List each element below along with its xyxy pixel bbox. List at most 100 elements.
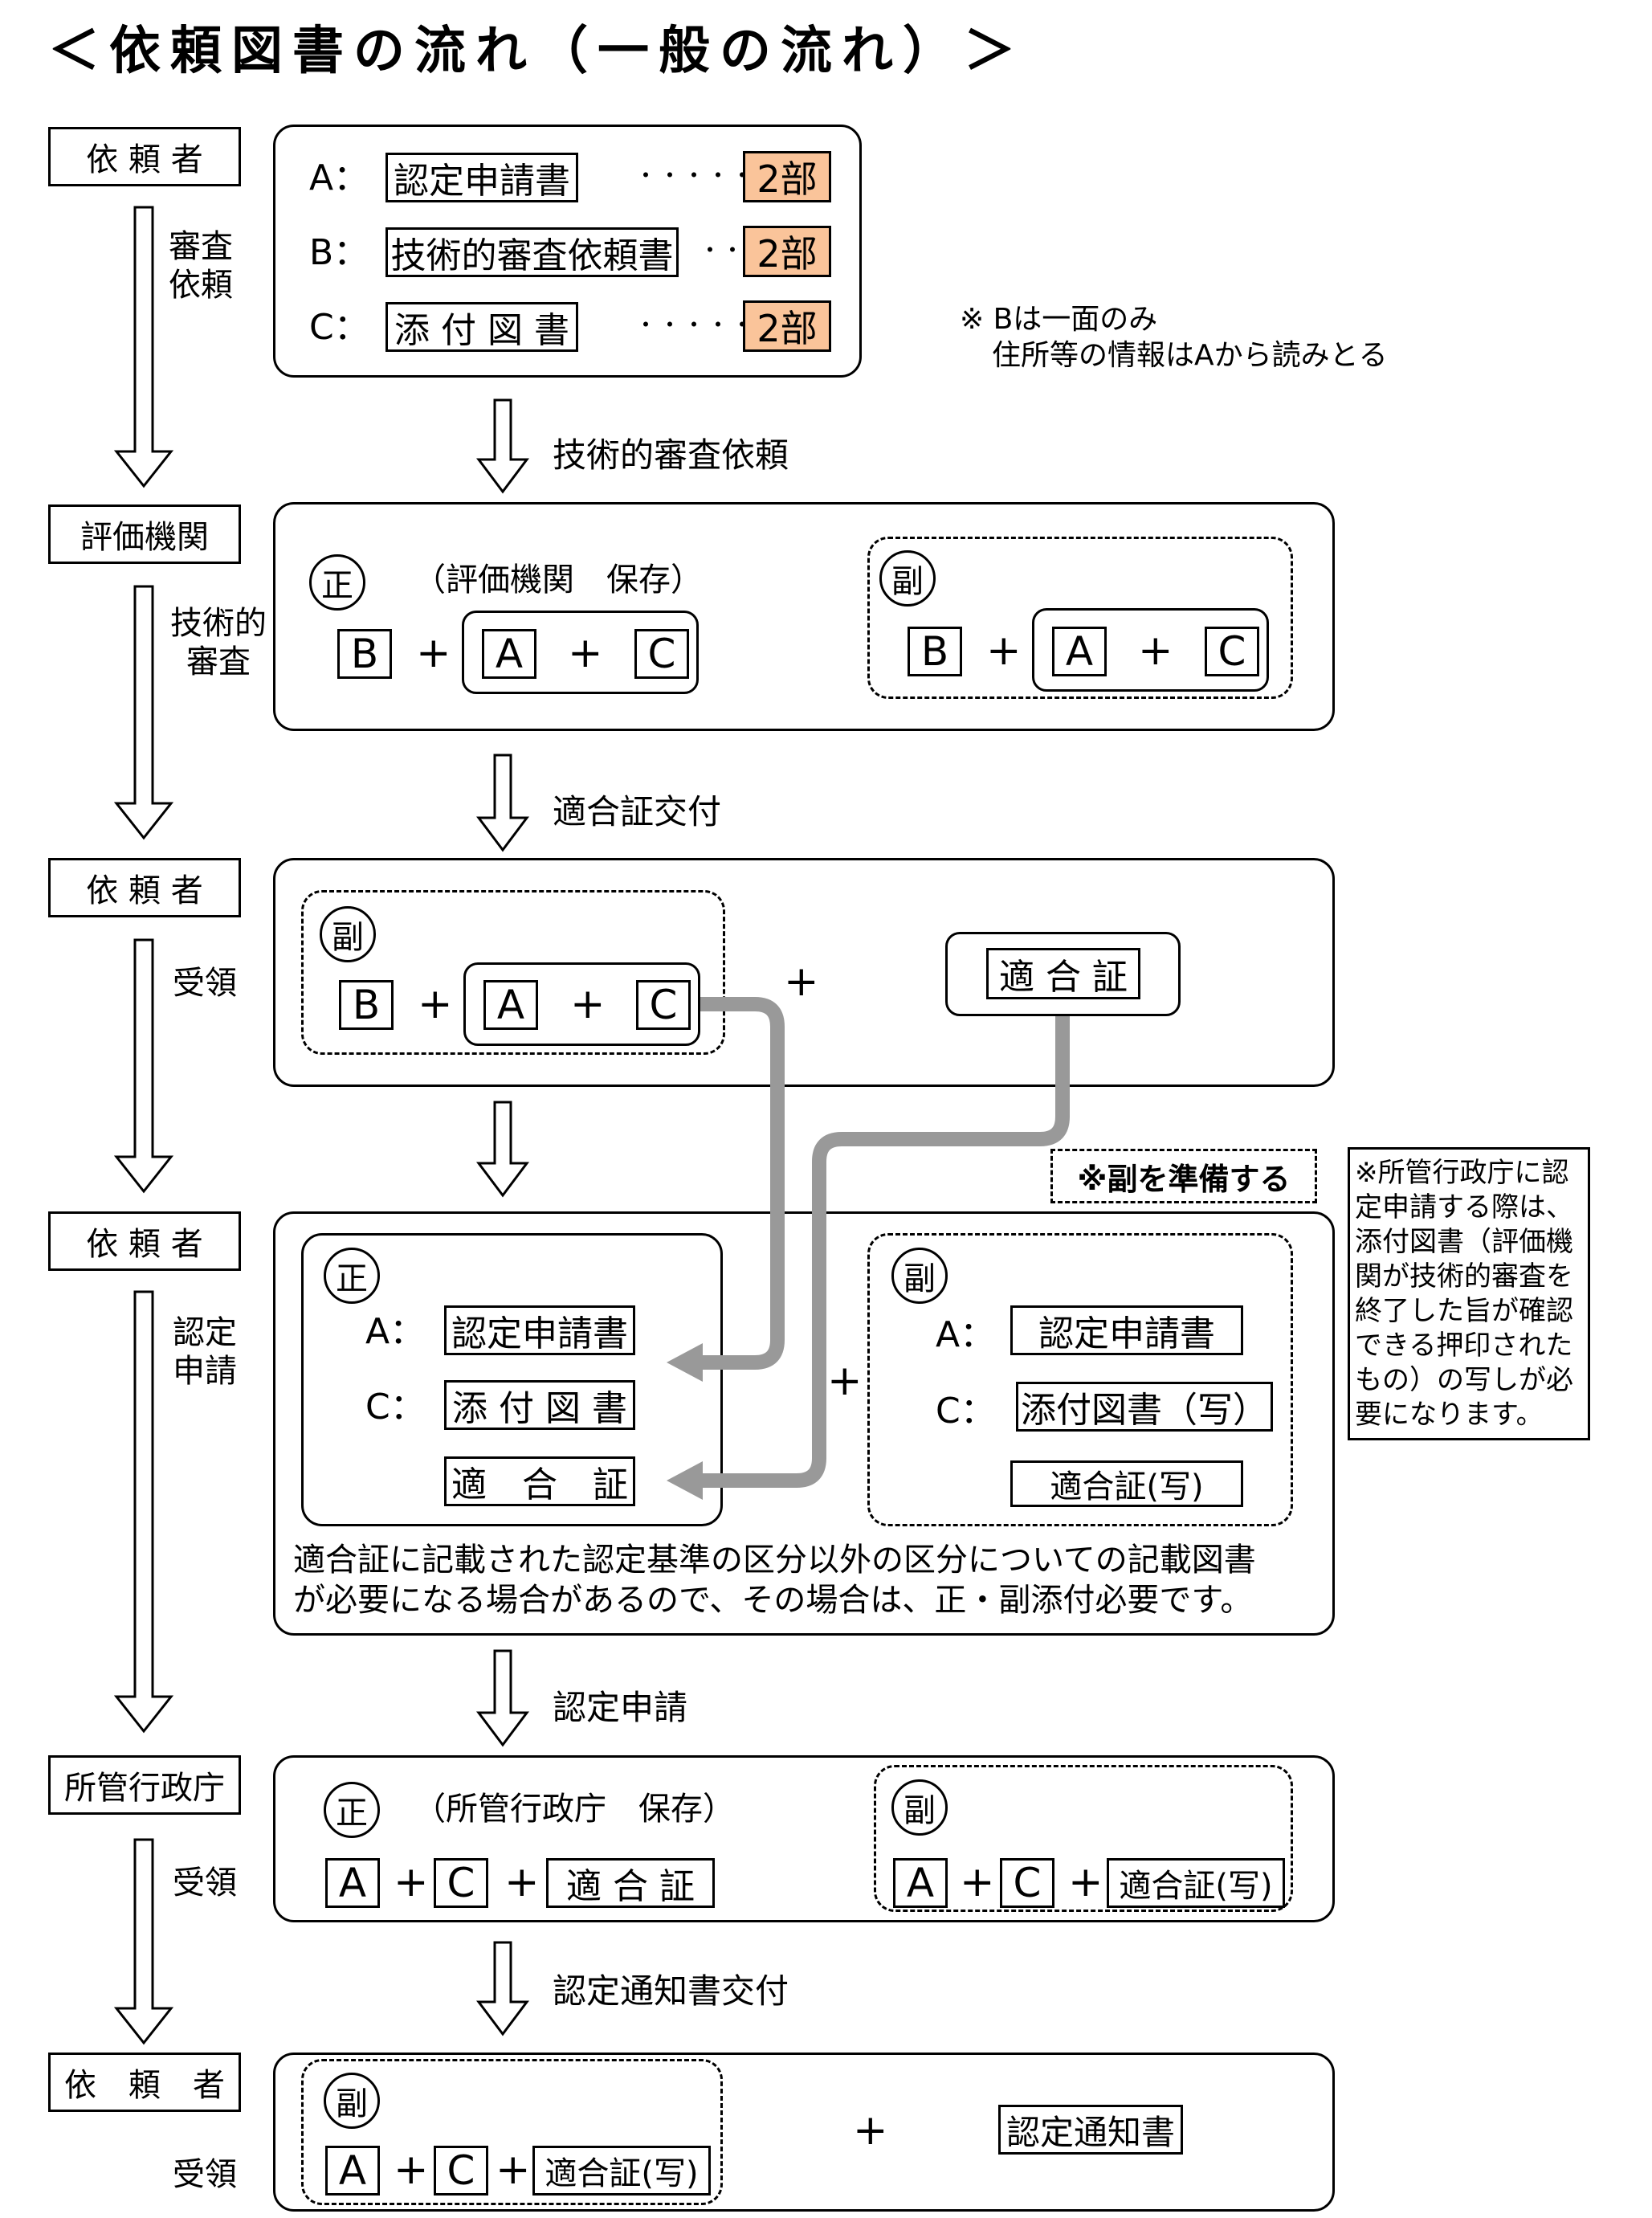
copy-set-box xyxy=(301,890,725,1055)
letter-c: C xyxy=(434,1858,488,1908)
original-mark: 正 xyxy=(324,1248,380,1304)
administrative-agency-box xyxy=(273,1755,1335,1922)
step-label-technical-review-request: 技術的審査依頼 xyxy=(553,435,789,475)
requester-receipt-box xyxy=(273,858,1335,1087)
group-a-c xyxy=(462,611,699,694)
copy-mark: 副 xyxy=(891,1779,948,1836)
copy-mark: 副 xyxy=(324,2073,380,2129)
doc-attached-drawings: 添 付 図 書 xyxy=(385,302,578,352)
step-label-certification-application: 認定申請 xyxy=(553,1688,688,1727)
letter-a: A xyxy=(482,629,536,679)
original-mark: 正 xyxy=(324,1782,380,1838)
copy-set-box xyxy=(874,1765,1293,1912)
side-note-box: ※所管行政庁に認 定申請する際は、 添付図書（評価機 関が技術的審査を 終了した… xyxy=(1348,1147,1590,1440)
prepare-copy-note: ※副を準備する xyxy=(1050,1149,1317,1203)
actor-label-requester: 依 頼 者 xyxy=(48,1211,241,1271)
doc-c-prefix: C： xyxy=(309,307,369,348)
connector-certificate xyxy=(697,1016,1070,1488)
down-arrow-icon xyxy=(113,1290,174,1734)
side-label-receipt: 受領 xyxy=(173,2156,237,2193)
letter-a: A xyxy=(325,2146,380,2196)
copies-badge: 2部 xyxy=(743,151,831,202)
actor-label-evaluation-agency: 評価機関 xyxy=(48,504,241,564)
certification-notice: 認定通知書 xyxy=(998,2105,1183,2155)
letter-c: C xyxy=(1000,1858,1054,1908)
left-flow-arrows xyxy=(113,206,174,2045)
doc-application-form: 認定申請書 xyxy=(444,1305,635,1355)
certificate-frame xyxy=(945,932,1181,1016)
arrow-left-icon xyxy=(667,1343,703,1382)
center-step-arrows xyxy=(476,398,529,2036)
step-label-certificate-issued: 適合証交付 xyxy=(553,792,722,831)
letter-b: B xyxy=(339,980,394,1030)
storage-note: （所管行政庁 保存） xyxy=(414,1791,735,1828)
doc-application-form: 認定申請書 xyxy=(385,153,578,202)
requester-final-box xyxy=(273,2053,1335,2212)
arrow-left-icon xyxy=(667,1461,703,1500)
side-label-application: 認定 申請 xyxy=(173,1314,237,1390)
plus-sign: + xyxy=(418,980,453,1028)
step-label-notice-issued: 認定通知書交付 xyxy=(553,1971,789,2011)
plus-sign: + xyxy=(1138,627,1173,675)
doc-attached-drawings-copy: 添付図書（写） xyxy=(1016,1382,1273,1432)
copies-badge: 2部 xyxy=(743,300,831,352)
plus-sign: + xyxy=(853,2106,888,2155)
letter-c: C xyxy=(636,980,691,1030)
doc-c-prefix: C： xyxy=(365,1387,426,1428)
down-arrow-icon xyxy=(476,1649,529,1747)
plus-sign: + xyxy=(416,629,451,677)
additional-note-line2: が必要になる場合があるので、その場合は、正・副添付必要です。 xyxy=(293,1582,1253,1619)
plus-sign: + xyxy=(960,1858,995,1906)
conformity-certificate: 適 合 証 xyxy=(444,1456,635,1506)
doc-technical-review-request: 技術的審査依頼書 xyxy=(385,227,679,277)
actor-label-administrative-agency: 所管行政庁 xyxy=(48,1755,241,1815)
copy-set-box xyxy=(301,2059,723,2205)
doc-attached-drawings: 添 付 図 書 xyxy=(444,1380,635,1430)
letter-a: A xyxy=(325,1858,380,1908)
storage-note: （評価機関 保存） xyxy=(414,562,703,598)
down-arrow-icon xyxy=(476,1941,529,2036)
original-set-box xyxy=(301,1233,723,1526)
plus-sign: + xyxy=(504,1858,540,1906)
letter-c: C xyxy=(1205,627,1259,676)
plus-sign: + xyxy=(394,1858,429,1906)
doc-a-prefix: A： xyxy=(309,157,369,198)
down-arrow-icon xyxy=(113,206,174,488)
actor-label-requester: 依 頼 者 xyxy=(48,127,241,186)
conformity-certificate-copy: 適合証(写) xyxy=(1010,1460,1243,1507)
down-arrow-icon xyxy=(476,1101,529,1198)
letter-a: A xyxy=(1052,627,1107,676)
copies-badge: 2部 xyxy=(743,226,831,277)
down-arrow-icon xyxy=(476,754,529,852)
evaluation-agency-box xyxy=(273,502,1335,731)
doc-a-prefix: A： xyxy=(936,1314,996,1355)
down-arrow-icon xyxy=(476,398,529,494)
conformity-certificate: 適 合 証 xyxy=(546,1858,715,1908)
copy-mark: 副 xyxy=(891,1248,948,1304)
letter-a: A xyxy=(483,980,538,1030)
doc-a-prefix: A： xyxy=(365,1311,426,1352)
plus-sign: + xyxy=(570,980,606,1028)
doc-application-form: 認定申請書 xyxy=(1010,1305,1243,1355)
actor-label-requester: 依 頼 者 xyxy=(48,2053,241,2112)
actor-label-requester: 依 頼 者 xyxy=(48,858,241,917)
doc-b-prefix: B： xyxy=(309,232,369,273)
plus-sign: + xyxy=(394,2146,429,2194)
down-arrow-icon xyxy=(113,585,174,840)
plus-sign: + xyxy=(784,958,819,1006)
letter-b: B xyxy=(337,629,392,679)
connector-copy-set xyxy=(697,997,785,1370)
doc-c-prefix: C： xyxy=(936,1391,996,1432)
copy-set-box xyxy=(867,1233,1293,1526)
letter-c: C xyxy=(634,629,689,679)
conformity-certificate-copy: 適合証(写) xyxy=(1107,1858,1285,1908)
note-b-one-side: ※ Bは一面のみ xyxy=(960,303,1158,336)
copy-mark: 副 xyxy=(320,906,376,962)
down-arrow-icon xyxy=(113,1838,174,2045)
side-label-receipt: 受領 xyxy=(173,965,237,1002)
side-label-receipt: 受領 xyxy=(173,1865,237,1901)
application-documents-box xyxy=(273,1211,1335,1636)
plus-sign: + xyxy=(1068,1858,1103,1906)
copy-mark: 副 xyxy=(879,550,936,607)
